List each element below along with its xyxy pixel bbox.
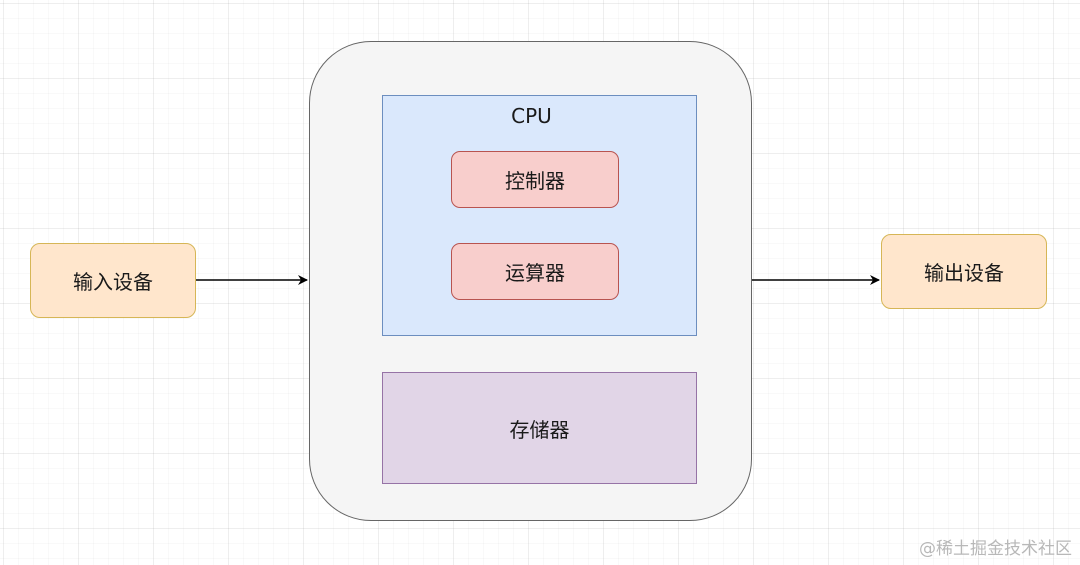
output-device-label: 输出设备 [924, 261, 1004, 285]
alu-label: 运算器 [505, 261, 565, 285]
alu-box: 运算器 [451, 243, 619, 300]
watermark: @稀土掘金技术社区 [919, 539, 1072, 559]
output-device-box: 输出设备 [881, 234, 1047, 309]
controller-label: 控制器 [505, 169, 565, 193]
cpu-title: CPU [511, 104, 552, 128]
memory-box: 存储器 [382, 372, 697, 484]
input-device-label: 输入设备 [73, 270, 153, 294]
memory-label: 存储器 [509, 417, 570, 442]
input-device-box: 输入设备 [30, 243, 196, 318]
controller-box: 控制器 [451, 151, 619, 208]
